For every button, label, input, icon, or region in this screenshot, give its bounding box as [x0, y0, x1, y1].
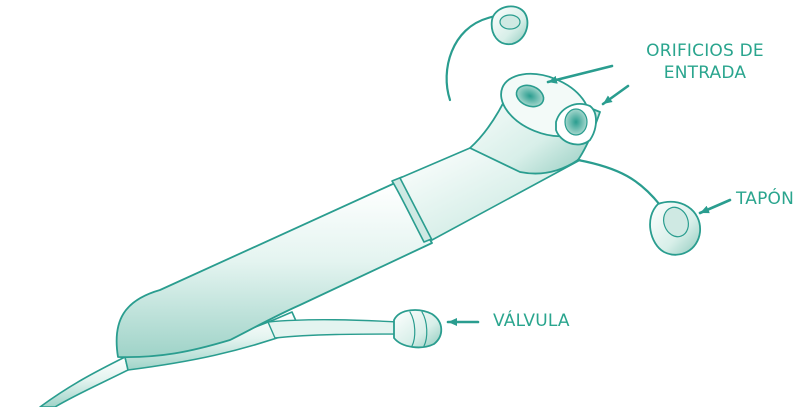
valve [394, 310, 441, 347]
catheter-shaft [40, 357, 128, 407]
inlet-holes-label: ORIFICIOS DE ENTRADA [605, 40, 805, 84]
valve-label: VÁLVULA [493, 310, 570, 332]
arrow-to-cap [700, 200, 730, 213]
cap-label: TAPÓN [736, 188, 794, 210]
inlet-holes-label-line1: ORIFICIOS DE [605, 40, 805, 62]
valve-line [268, 320, 398, 338]
inlet-holes-label-line2: ENTRADA [605, 62, 805, 84]
arrow-to-hole-right [603, 86, 628, 104]
arrow-to-hole-left [548, 66, 612, 82]
